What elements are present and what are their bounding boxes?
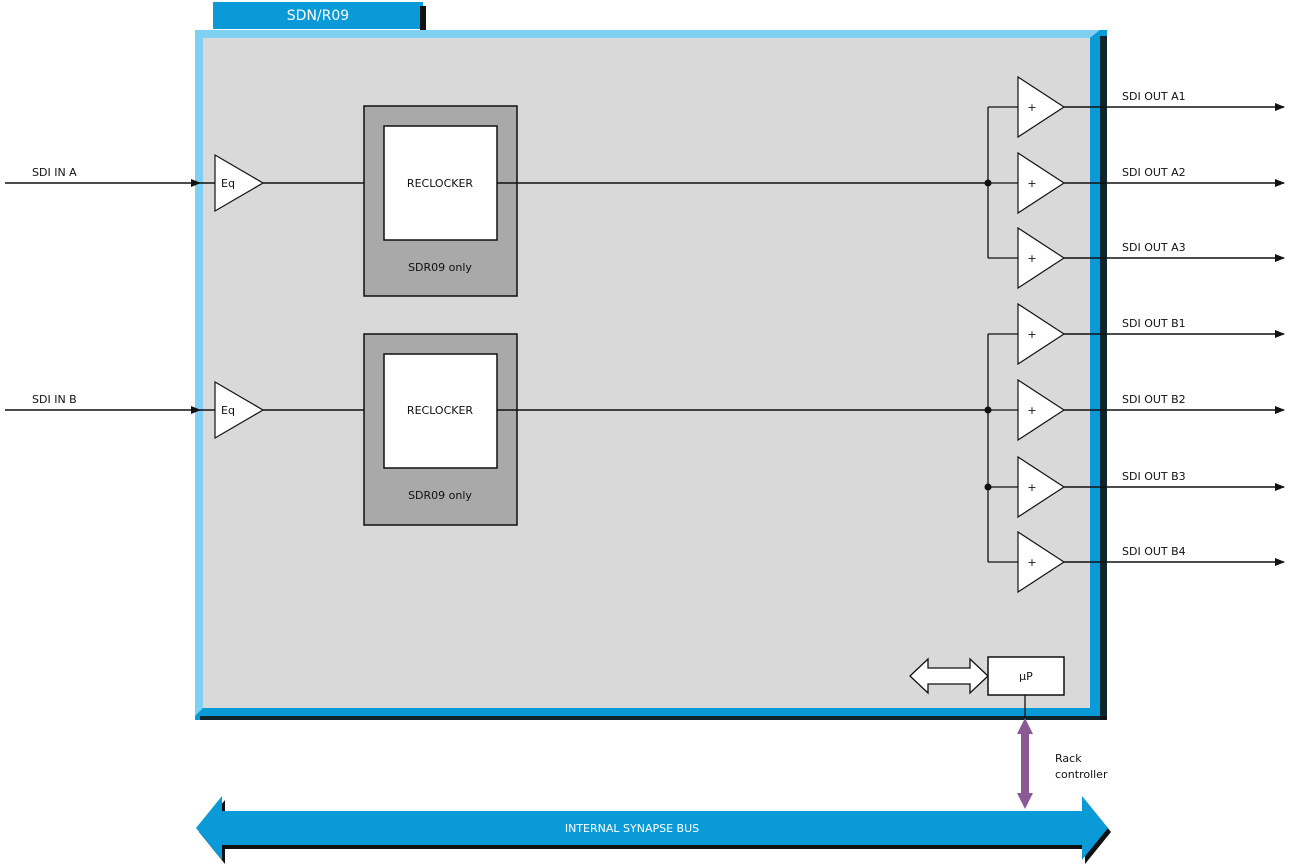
buffer-b3-symbol: +: [1027, 481, 1036, 494]
reclocker-b-label: RECLOCKER: [407, 404, 474, 417]
buffer-a1-icon: [1017, 75, 1066, 139]
buffer-b4-icon: [1017, 530, 1066, 594]
output-label-b2: SDI OUT B2: [1122, 393, 1186, 406]
buffer-b2-icon: [1017, 378, 1066, 442]
buffer-a2-symbol: +: [1027, 177, 1036, 190]
output-label-a1: SDI OUT A1: [1122, 90, 1186, 103]
output-label-a3: SDI OUT A3: [1122, 241, 1186, 254]
buffer-b4-symbol: +: [1027, 556, 1036, 569]
buffer-b1-icon: [1017, 302, 1066, 366]
output-b2: + SDI OUT B2: [988, 378, 1285, 442]
internal-synapse-bus: INTERNAL SYNAPSE BUS: [196, 796, 1111, 864]
equalizer-a-icon: [214, 153, 265, 213]
output-b1: + SDI OUT B1: [988, 302, 1285, 366]
output-label-a2: SDI OUT A2: [1122, 166, 1186, 179]
input-chain-b: SDI IN B Eq RECLOCKER SDR09 only: [5, 333, 988, 526]
input-chain-a: SDI IN A Eq RECLOCKER SDR09 only: [5, 105, 988, 297]
module-panel: [195, 30, 1107, 720]
module-title: SDN/R09: [287, 8, 349, 24]
output-a3: + SDI OUT A3: [988, 226, 1285, 290]
input-label-b: SDI IN B: [32, 393, 77, 406]
output-label-b3: SDI OUT B3: [1122, 470, 1186, 483]
output-b4: + SDI OUT B4: [988, 530, 1285, 594]
input-label-a: SDI IN A: [32, 166, 77, 179]
rack-controller-arrow-icon: [1017, 718, 1033, 809]
reclocker-a-note: SDR09 only: [408, 261, 472, 274]
buffer-a3-symbol: +: [1027, 252, 1036, 265]
output-a1: + SDI OUT A1: [988, 75, 1285, 139]
output-b3: + SDI OUT B3: [988, 455, 1285, 519]
microprocessor-group: μP: [909, 656, 1065, 696]
output-group-a: + SDI OUT A1 + SDI OUT A2 + SDI OUT A3: [984, 75, 1285, 290]
buffer-b2-symbol: +: [1027, 404, 1036, 417]
reclocker-a-label: RECLOCKER: [407, 177, 474, 190]
buffer-b1-symbol: +: [1027, 328, 1036, 341]
output-label-b4: SDI OUT B4: [1122, 545, 1186, 558]
output-group-b: + SDI OUT B1 + SDI OUT B2 + SDI OUT B3 +…: [984, 302, 1285, 594]
reclocker-b-note: SDR09 only: [408, 489, 472, 502]
equalizer-b-icon: [214, 380, 265, 440]
buffer-a2-icon: [1017, 151, 1066, 215]
rack-controller-label-line2: controller: [1055, 768, 1108, 781]
microprocessor-box: [987, 656, 1065, 696]
equalizer-a-label: Eq: [221, 177, 235, 190]
output-label-b1: SDI OUT B1: [1122, 317, 1186, 330]
module-title-tab: SDN/R09: [213, 2, 426, 32]
reclocker-a: [383, 125, 498, 241]
reclocker-b: [383, 353, 498, 469]
equalizer-b-label: Eq: [221, 404, 235, 417]
bus-arrow-icon: [196, 796, 1108, 860]
microprocessor-label: μP: [1019, 670, 1033, 683]
buffer-a3-icon: [1017, 226, 1066, 290]
bus-label: INTERNAL SYNAPSE BUS: [565, 822, 699, 835]
output-a2: + SDI OUT A2: [988, 151, 1285, 215]
rack-controller-connector: Rack controller: [1017, 695, 1108, 809]
buffer-a1-symbol: +: [1027, 101, 1036, 114]
rack-controller-label-line1: Rack: [1055, 752, 1082, 765]
buffer-b3-icon: [1017, 455, 1066, 519]
